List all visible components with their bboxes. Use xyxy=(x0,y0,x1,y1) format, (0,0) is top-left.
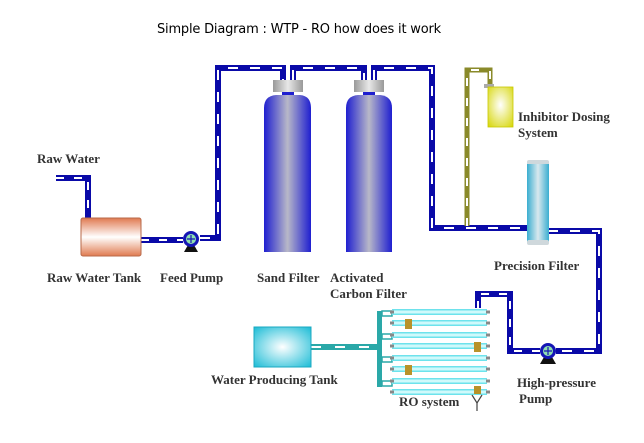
ro-membrane-tube xyxy=(392,378,487,384)
ro-membrane-endcap xyxy=(390,356,394,360)
ro-membrane-endcap xyxy=(486,321,490,325)
feed-pump-icon xyxy=(183,231,199,252)
high-pressure-pump-icon xyxy=(540,343,556,364)
label-raw-water: Raw Water xyxy=(37,151,100,166)
label-precision-filter: Precision Filter xyxy=(494,258,580,273)
label-ro-system: RO system xyxy=(399,394,459,409)
ro-membrane-tube xyxy=(392,366,487,372)
ro-system xyxy=(377,309,490,411)
label-raw-water-tank: Raw Water Tank xyxy=(47,270,142,285)
activated-carbon-filter-vessel xyxy=(346,80,392,252)
label-high-pressure-pump-line1: High-pressure xyxy=(517,375,596,390)
pipe-feed-pump-to-sand-filter xyxy=(200,65,286,241)
pipe-sand-to-carbon-filter xyxy=(290,65,367,80)
ro-membrane-endcap xyxy=(486,344,490,348)
raw-water-tank xyxy=(80,217,142,257)
water-producing-tank xyxy=(253,326,312,368)
pipe-network xyxy=(56,65,602,354)
ro-membrane-tube xyxy=(392,389,487,395)
label-inhibitor-dosing-line2: System xyxy=(518,125,558,140)
ro-drain-icon xyxy=(471,394,483,411)
label-water-producing-tank: Water Producing Tank xyxy=(211,372,338,387)
precision-filter-vessel xyxy=(527,160,549,245)
pipe-precision-filter-to-hp-pump xyxy=(548,228,602,354)
label-high-pressure-pump-line2: Pump xyxy=(519,391,552,406)
ro-membrane-endcap xyxy=(390,344,394,348)
ro-manifold xyxy=(377,311,382,387)
inhibitor-dosing-tank xyxy=(484,84,514,128)
label-sand-filter: Sand Filter xyxy=(257,270,320,285)
ro-membrane-endcap xyxy=(486,367,490,371)
ro-membrane-endcap xyxy=(390,321,394,325)
label-activated-carbon-filter-line1: Activated xyxy=(330,270,384,285)
pipe-dosing-line xyxy=(464,67,493,226)
ro-membrane-endcap xyxy=(390,333,394,337)
ro-membrane-endcap xyxy=(390,379,394,383)
ro-membrane-endcap xyxy=(486,333,490,337)
pipe-hp-pump-to-ro-system xyxy=(475,291,540,354)
ro-membrane-tube xyxy=(392,332,487,338)
pipe-carbon-to-precision-filter xyxy=(371,65,529,231)
ro-membrane-tube xyxy=(392,309,487,315)
pipe-raw-water-inlet xyxy=(56,175,91,218)
ro-membrane-tube xyxy=(392,343,487,349)
label-activated-carbon-filter-line2: Carbon Filter xyxy=(330,286,407,301)
ro-couplers xyxy=(405,319,481,394)
ro-membrane-endcap xyxy=(390,367,394,371)
ro-membrane-endcap xyxy=(486,379,490,383)
ro-membrane-endcap xyxy=(486,390,490,394)
ro-membrane-tube xyxy=(392,320,487,326)
label-feed-pump: Feed Pump xyxy=(160,270,223,285)
ro-membrane-endcap xyxy=(390,310,394,314)
ro-membrane-endcap xyxy=(390,390,394,394)
label-inhibitor-dosing-line1: Inhibitor Dosing xyxy=(518,109,610,124)
diagram-title: Simple Diagram : WTP - RO how does it wo… xyxy=(157,22,441,37)
ro-membrane-endcap xyxy=(486,310,490,314)
sand-filter-vessel xyxy=(264,80,311,252)
ro-membrane-tube xyxy=(392,355,487,361)
ro-membrane-endcap xyxy=(486,356,490,360)
